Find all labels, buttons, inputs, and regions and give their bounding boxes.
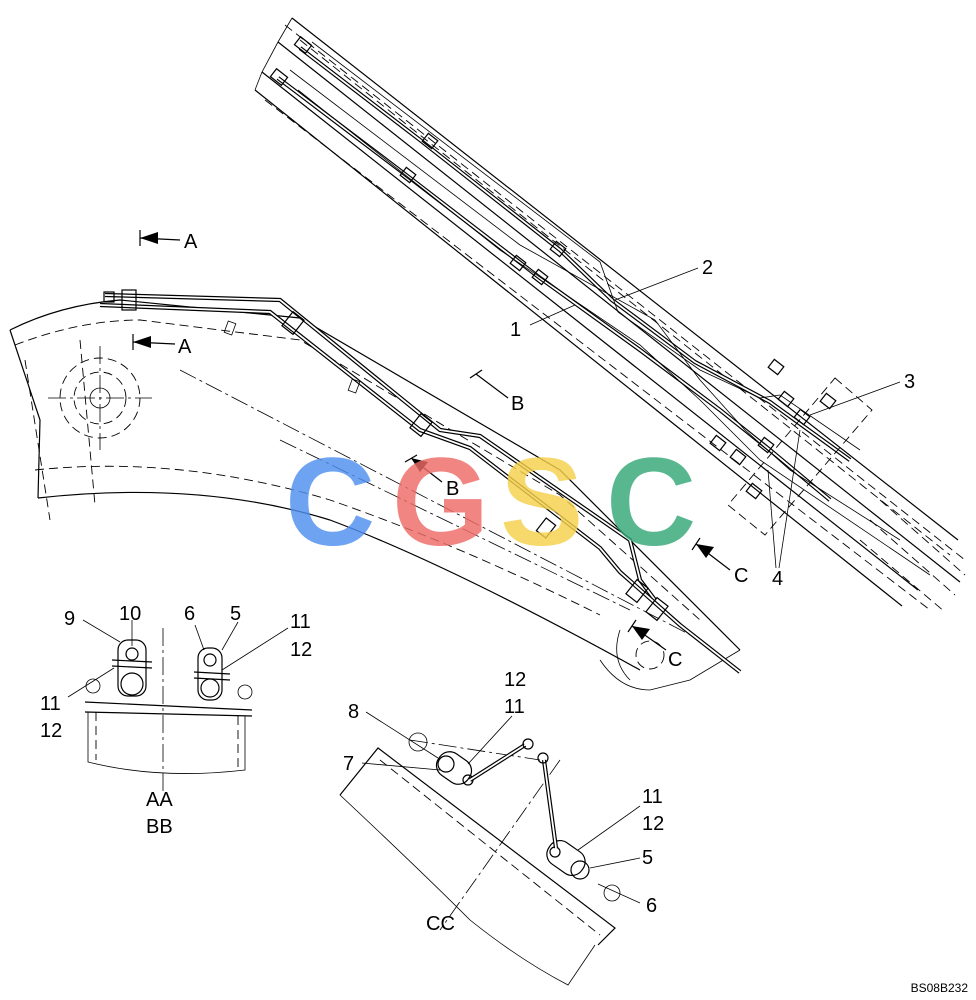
aa-callout-5: 5 — [230, 603, 241, 625]
section-a-marker-bottom: A — [132, 334, 192, 358]
section-c-marker-top: C — [691, 537, 748, 587]
aa-callout-12-right: 12 — [290, 639, 312, 661]
drawing-code: BS08B232 — [911, 981, 969, 995]
callout-3: 3 — [904, 371, 915, 393]
aa-callout-10: 10 — [119, 603, 141, 625]
section-b-marker-bottom: B — [404, 454, 459, 500]
aa-callout-6: 6 — [184, 603, 195, 625]
section-aa-bb-detail: 9 10 6 5 11 12 11 12 AA BB — [40, 603, 312, 838]
aa-callout-9: 9 — [64, 608, 75, 630]
cc-callout-7: 7 — [343, 753, 354, 775]
section-c-label-top: C — [734, 565, 748, 587]
boom-side-view — [9, 289, 742, 691]
section-a-label-top: A — [184, 231, 198, 253]
view-title-cc: CC — [426, 913, 455, 935]
section-b-label-bottom: B — [446, 478, 459, 500]
side-view-clamps — [103, 289, 669, 622]
main-callouts: 1 2 3 4 — [510, 257, 915, 590]
cc-callout-12-top: 12 — [504, 669, 526, 691]
section-b-marker-top: B — [469, 369, 524, 415]
callout-4: 4 — [772, 568, 783, 590]
watermark-letter-c2: C — [606, 433, 696, 572]
view-title-bb: BB — [146, 816, 173, 838]
cc-callout-11-right: 11 — [642, 786, 663, 808]
watermark-letter-g: G — [392, 433, 489, 572]
cc-callout-12-right: 12 — [642, 813, 664, 835]
section-cc-detail: 12 11 8 7 11 12 5 6 CC — [339, 669, 664, 986]
boom-pivot-boss — [48, 346, 152, 450]
cc-callout-8: 8 — [348, 701, 359, 723]
watermark-letter-s: S — [500, 433, 583, 572]
callout-2: 2 — [702, 257, 713, 279]
watermark-letter-c1: C — [285, 433, 375, 572]
section-a-marker-top: A — [139, 230, 198, 253]
cc-callout-11-top: 11 — [504, 696, 525, 718]
cc-callout-5: 5 — [642, 847, 653, 869]
section-a-label-bottom: A — [178, 336, 192, 358]
section-c-label-bottom: C — [668, 649, 682, 671]
aa-callout-11-right: 11 — [290, 611, 311, 633]
cc-callout-6: 6 — [646, 895, 657, 917]
tube-clamps — [269, 35, 837, 500]
aa-callout-11-left: 11 — [40, 693, 61, 715]
aa-callout-12-left: 12 — [40, 720, 62, 742]
section-markers: A A B B C C — [132, 230, 748, 671]
view-title-aa: AA — [146, 789, 173, 811]
boom-top-view — [254, 17, 966, 613]
callout-1: 1 — [510, 319, 521, 341]
section-b-label-top: B — [511, 393, 524, 415]
cgsc-watermark: C G S C — [285, 433, 696, 572]
section-c-marker-bottom: C — [627, 619, 682, 671]
